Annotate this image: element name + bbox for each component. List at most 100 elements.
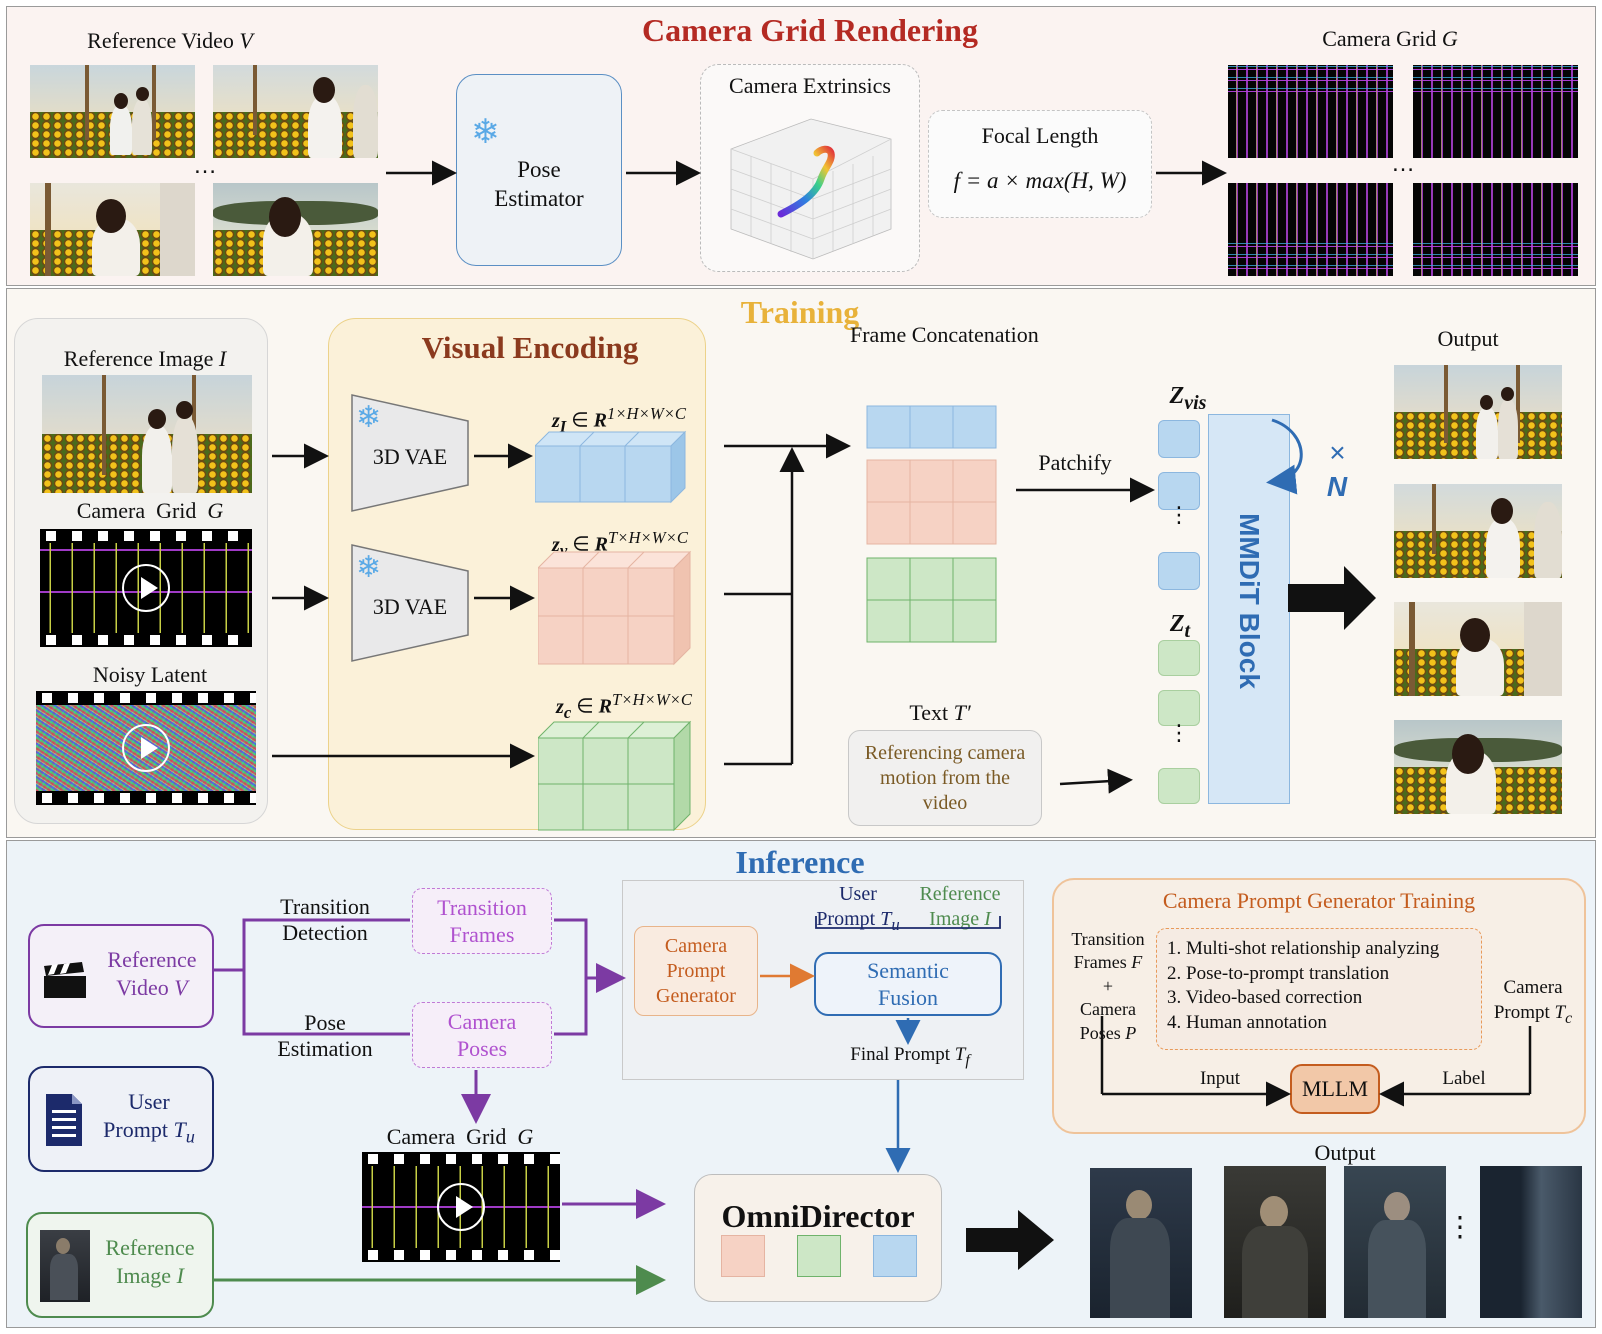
reference-image — [42, 375, 252, 493]
cpg-step: 4. Human annotation — [1167, 1012, 1327, 1034]
ellipsis-label: … — [1391, 150, 1415, 177]
reference-video-frame — [30, 183, 195, 276]
zi-label: zI ∈ R1×H×W×C — [551, 404, 687, 436]
text-prompt-box: Referencing camera motion from the video — [848, 730, 1042, 826]
snowflake-icon: ❄ — [356, 550, 382, 585]
zc-label: zc ∈ RT×H×W×C — [556, 690, 692, 722]
training-title: Training — [740, 294, 860, 330]
camera-grid-frame — [1413, 65, 1578, 158]
text-token — [1158, 640, 1200, 676]
video-latent-swatch — [721, 1235, 765, 1277]
visual-token — [1158, 552, 1200, 590]
focal-length-formula: f = a × max(H, W) — [953, 168, 1127, 193]
camera-grid-label: Camera Grid G — [1322, 26, 1458, 51]
camera-grid-frame — [1228, 65, 1393, 158]
inference-output-frame — [1344, 1166, 1446, 1318]
reference-video-frame — [30, 65, 195, 158]
reference-image-label: Reference Image I — [63, 346, 227, 371]
mmdit-block: MMDiT Block — [1208, 414, 1290, 804]
training-output-frame — [1394, 602, 1562, 696]
zvis-label: Zvis — [1169, 383, 1207, 414]
text-token — [1158, 690, 1200, 726]
token-ellipsis: ⋮ — [1168, 503, 1190, 528]
inference-title: Inference — [735, 844, 865, 880]
cpg-steps-box: 1. Multi-shot relationship analyzing 2. … — [1156, 928, 1482, 1050]
mllm-box: MLLM — [1290, 1064, 1380, 1114]
snowflake-icon: ❄ — [356, 400, 382, 435]
vae-label: 3D VAE — [372, 594, 448, 619]
cpg-step: 2. Pose-to-prompt translation — [1167, 962, 1390, 984]
grid-latent-swatch — [797, 1235, 841, 1277]
play-icon[interactable] — [122, 724, 170, 772]
inference-output-frame — [1090, 1168, 1192, 1318]
inference-output-frame — [1480, 1166, 1582, 1318]
text-label: Text T′ — [909, 700, 971, 725]
vae-encoder — [351, 544, 469, 662]
training-output-frame — [1394, 484, 1562, 578]
camera-grid-video — [40, 529, 252, 647]
vae-label: 3D VAE — [372, 444, 448, 469]
cpg-step: 3. Video-based correction — [1167, 987, 1363, 1009]
snowflake-icon: ❄ — [471, 112, 500, 152]
training-output-label: Output — [1437, 326, 1499, 351]
visual-encoding-title: Visual Encoding — [421, 330, 639, 365]
camera-grid-rendering-title: Camera Grid Rendering — [642, 12, 978, 48]
image-latent-swatch — [873, 1235, 917, 1277]
patchify-label: Patchify — [1038, 450, 1112, 475]
focal-length-title: Focal Length — [981, 123, 1099, 148]
document-icon — [46, 1094, 82, 1146]
text-token — [1158, 768, 1200, 804]
cpg-input-label: Input — [1199, 1068, 1241, 1089]
cpg-step: 1. Multi-shot relationship analyzing — [1167, 938, 1440, 959]
visual-token — [1158, 472, 1200, 510]
camera-grid-frame — [1413, 183, 1578, 276]
token-ellipsis: ⋮ — [1168, 721, 1190, 746]
inference-output-label: Output — [1314, 1140, 1376, 1165]
omnidirector-block: OmniDirector — [694, 1174, 942, 1302]
noisy-latent-video — [36, 691, 256, 805]
inference-camera-grid-label: Camera Grid G — [386, 1124, 534, 1149]
zc-latent-cube — [538, 720, 692, 832]
inference-output-frame — [1224, 1166, 1326, 1318]
zv-label: zv ∈ RT×H×W×C — [552, 528, 688, 560]
frame-concatenation-stack — [866, 405, 997, 643]
reference-video-frame — [213, 183, 378, 276]
training-panel — [6, 288, 1596, 838]
play-icon[interactable] — [437, 1183, 485, 1231]
times-n-label: ×N — [1326, 437, 1348, 502]
reference-video-frame — [213, 65, 378, 158]
training-output-frame — [1394, 365, 1562, 459]
mmdit-label: MMDiT Block — [1234, 513, 1265, 689]
training-output-frame — [1394, 720, 1562, 814]
clapperboard-icon — [44, 962, 86, 998]
reference-image-thumbnail — [40, 1230, 90, 1302]
camera-trajectory-plot — [730, 118, 892, 260]
focal-length-block: Focal Length f = a × max(H, W) — [928, 110, 1152, 218]
vae-encoder — [351, 394, 469, 512]
camera-grid-frame — [1228, 183, 1393, 276]
camera-extrinsics-label: Camera Extrinsics — [729, 73, 891, 98]
reference-video-label: Reference Video V — [87, 28, 253, 53]
camera-grid-label: Camera Grid G — [76, 498, 224, 523]
zt-label: Zt — [1169, 611, 1191, 642]
output-ellipsis: ⋮ — [1446, 1210, 1474, 1243]
play-icon[interactable] — [122, 564, 170, 612]
pose-estimator-label: Pose Estimator — [494, 157, 584, 211]
zi-latent-cube — [535, 430, 687, 504]
cpg-training-title: Camera Prompt Generator Training — [1162, 888, 1476, 913]
